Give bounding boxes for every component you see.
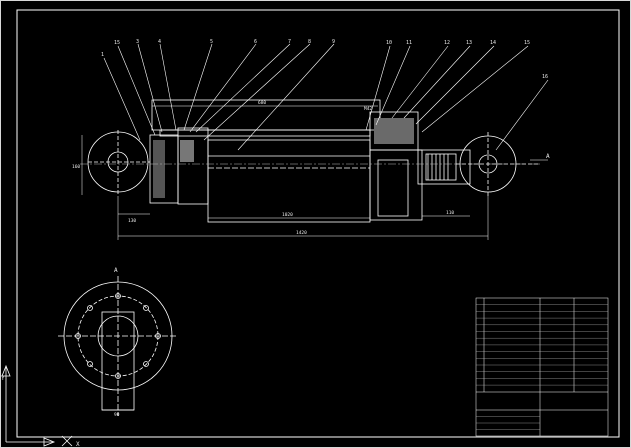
dim-overall: 1420 — [296, 230, 307, 236]
dimension-lines — [81, 105, 548, 240]
callout-3: 3 — [136, 39, 139, 45]
end-view-section-label: A — [114, 267, 118, 274]
callout-6: 6 — [254, 39, 257, 45]
callout-15: 15 — [524, 40, 530, 46]
ucs-icon — [1, 364, 73, 447]
dimension-texts: 680 160 130 1020 1420 110 M42 A — [72, 100, 550, 236]
callout-11: 11 — [406, 40, 412, 46]
callout-7: 7 — [288, 39, 291, 45]
cylinder-assembly-view — [80, 99, 540, 223]
dim-top-span: 680 — [258, 100, 266, 106]
dim-bottom-width: 90 — [114, 412, 120, 418]
ucs-x-label: X — [76, 441, 80, 448]
end-view-labels: 90 A — [114, 267, 120, 418]
end-view — [58, 276, 178, 416]
callout-8: 8 — [308, 39, 311, 45]
callout-4: 4 — [158, 39, 161, 45]
callout-leaders — [103, 43, 549, 151]
section-label: A — [546, 153, 550, 160]
callout-12: 12 — [444, 40, 450, 46]
dim-note: M42 — [364, 106, 372, 112]
callout-1: 1 — [101, 52, 104, 58]
bom-table-rows — [476, 304, 608, 430]
callout-2: 15 — [114, 40, 120, 46]
title-block[interactable] — [475, 297, 609, 437]
piston-rod — [417, 149, 471, 185]
callout-13: 13 — [466, 40, 472, 46]
dim-stroke: 1020 — [282, 212, 293, 218]
dim-right-width: 110 — [446, 210, 454, 216]
dim-left-width: 130 — [128, 218, 136, 224]
callout-9: 9 — [332, 39, 335, 45]
inner-frame — [16, 9, 620, 438]
callout-5: 5 — [210, 39, 213, 45]
dim-left-height: 160 — [72, 164, 80, 170]
callout-16: 16 — [542, 74, 548, 80]
upper-pipe — [159, 129, 371, 137]
callout-10: 10 — [386, 40, 392, 46]
callout-14: 14 — [490, 40, 496, 46]
ucs-y-label: Y — [1, 375, 5, 382]
callout-labels: 1 15 3 4 5 6 7 8 9 10 11 12 13 14 15 16 — [101, 39, 548, 80]
barrel — [207, 139, 371, 223]
